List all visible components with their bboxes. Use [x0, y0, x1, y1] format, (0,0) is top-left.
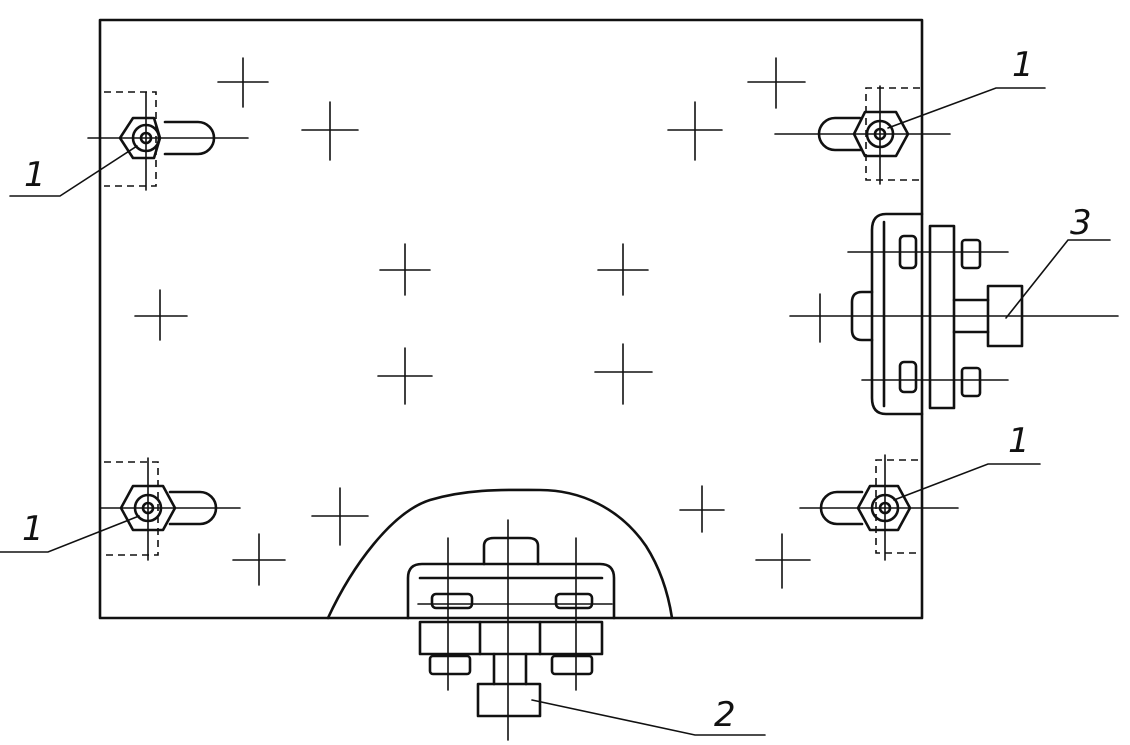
leader-line-top-left — [9, 145, 138, 197]
locating-pin-bottom-left — [99, 457, 241, 561]
cross-marker — [217, 57, 269, 108]
leader-line-bottom-left — [0, 515, 140, 553]
bottom-clamp — [406, 519, 616, 741]
base-plate — [98, 18, 924, 620]
callout-label-side-clamp: 3 — [1070, 203, 1092, 243]
cross-marker — [134, 289, 188, 341]
locating-pin-top-right — [774, 85, 951, 185]
cross-marker — [379, 243, 431, 296]
leader-line-top-right — [887, 87, 1046, 129]
cross-marker — [755, 533, 811, 589]
leader-line-bottom-right — [893, 463, 1041, 501]
cross-marker — [301, 101, 359, 161]
cross-marker — [232, 533, 286, 586]
callout-label-top-left: 1 — [24, 155, 46, 195]
locating-pin-bottom-right — [799, 454, 959, 561]
side-clamp — [789, 212, 1119, 416]
cross-marker — [597, 243, 649, 296]
callout-label-top-right: 1 — [1012, 45, 1034, 85]
callout-label-bottom-right: 1 — [1008, 421, 1030, 461]
cross-marker — [377, 347, 433, 405]
leader-lines — [0, 87, 1111, 736]
leader-line-side-clamp — [1005, 239, 1111, 319]
plate-cutout — [326, 488, 674, 620]
callout-label-bottom-clamp: 2 — [714, 695, 736, 735]
locating-pin-top-left — [87, 91, 249, 191]
cross-markers — [134, 57, 811, 589]
cross-marker — [594, 343, 653, 405]
cross-marker — [679, 485, 725, 533]
cross-marker — [311, 487, 369, 546]
callout-label-bottom-left: 1 — [22, 509, 44, 549]
cross-marker — [747, 57, 806, 109]
cross-marker — [667, 101, 723, 161]
leader-line-bottom-clamp — [531, 699, 766, 736]
